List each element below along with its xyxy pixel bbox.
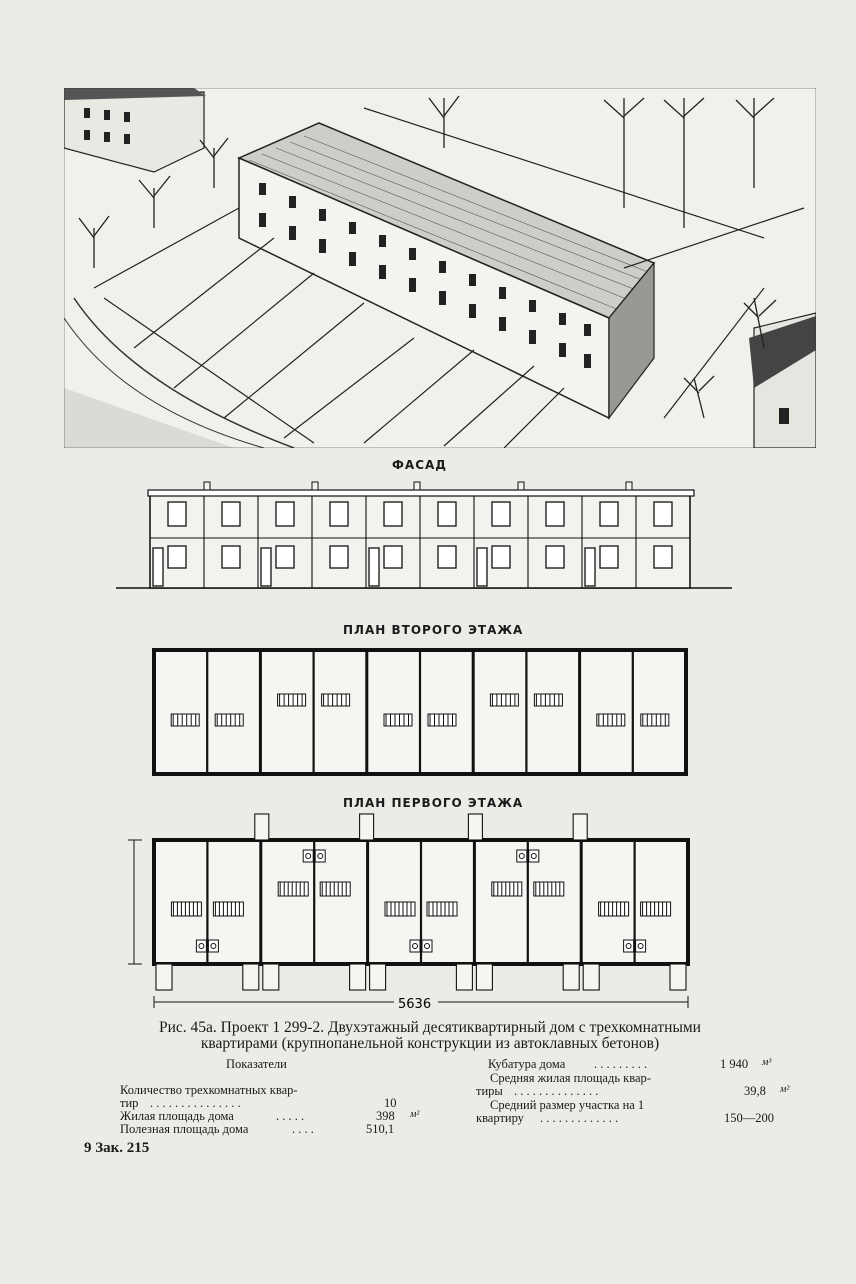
- entrance-porch: [155, 963, 173, 991]
- facade-window-lower: [383, 545, 403, 569]
- stair-icon: [598, 901, 672, 917]
- caption-line-2: квартирами (крупнопанельной конструкции …: [200, 1035, 660, 1052]
- stat-dots: . . . . . . . . . . . . .: [540, 1111, 619, 1125]
- entrance-porch: [369, 963, 387, 991]
- stat-value: 398: [376, 1109, 395, 1123]
- facade-window-upper: [491, 501, 511, 527]
- stat-dots: . . . . .: [276, 1109, 305, 1123]
- rear-porch: [359, 813, 375, 841]
- figure-caption: Рис. 45а. Проект 1 299-2. Двухэтажный де…: [80, 1020, 780, 1052]
- length-dimension-label: 5636: [398, 997, 431, 1012]
- entrance-porch: [349, 963, 367, 991]
- stat-unit: м³: [762, 1057, 772, 1068]
- stat-label: Жилая площадь дома: [120, 1109, 234, 1123]
- stat-dots: . . . . . . . . . . . . . . .: [150, 1096, 241, 1110]
- stat-label: Количество трехкомнатных квар-: [120, 1083, 298, 1097]
- kitchen-fixture-icon: [409, 939, 433, 953]
- facade-window-upper: [653, 501, 673, 527]
- stat-label: Средняя жилая площадь квар-: [490, 1071, 651, 1085]
- facade-elevation: [116, 481, 732, 589]
- facade-window-lower: [653, 545, 673, 569]
- stat-label: Кубатура дома: [488, 1057, 566, 1071]
- background-house-icon: [64, 88, 206, 173]
- rear-porch: [467, 813, 483, 841]
- stat-value: 10: [384, 1096, 397, 1110]
- facade-door: [368, 547, 380, 587]
- facade-label: ФАСАД: [392, 458, 447, 472]
- perspective-illustration: [64, 88, 816, 448]
- stat-value: 510,1: [366, 1122, 395, 1136]
- entrance-porch: [455, 963, 473, 991]
- stat-value: 1 940: [720, 1057, 749, 1071]
- stair-icon: [170, 901, 244, 917]
- stat-value: 39,8: [744, 1084, 766, 1098]
- stat-dots: . . . .: [292, 1122, 314, 1136]
- ground-floor-plan-label: ПЛАН ПЕРВОГО ЭТАЖА: [343, 796, 524, 810]
- facade-window-lower: [329, 545, 349, 569]
- entrance-porch: [242, 963, 260, 991]
- stair-icon: [277, 881, 351, 897]
- facade-window-lower: [221, 545, 241, 569]
- stats-left: Количество трехкомнатных квар- тир . . .…: [120, 1083, 420, 1144]
- stat-unit: м²: [780, 1084, 790, 1095]
- stat-label: тиры: [476, 1084, 503, 1098]
- stat-label: Средний размер участка на 1: [490, 1098, 645, 1112]
- facade-window-upper: [221, 501, 241, 527]
- stat-value: 150—200: [724, 1111, 774, 1125]
- stat-label: квартиру: [476, 1111, 524, 1125]
- stat-label: тир: [120, 1096, 139, 1110]
- facade-door: [584, 547, 596, 587]
- facade-window-upper: [437, 501, 457, 527]
- kitchen-fixture-icon: [195, 939, 219, 953]
- facade-window-upper: [545, 501, 565, 527]
- rear-porch: [572, 813, 588, 841]
- facade-door: [260, 547, 272, 587]
- ground-floor-plan: 890 5636: [128, 813, 690, 1012]
- facade-door: [476, 547, 488, 587]
- facade-window-lower: [437, 545, 457, 569]
- facade-window-upper: [329, 501, 349, 527]
- rear-porch: [254, 813, 270, 841]
- page-signature: 9 Зак. 215: [84, 1140, 150, 1156]
- facade-window-lower: [167, 545, 187, 569]
- entrance-porch: [562, 963, 580, 991]
- kitchen-fixture-icon: [302, 849, 326, 863]
- stat-unit: м²: [410, 1109, 420, 1120]
- facade-window-lower: [275, 545, 295, 569]
- entrance-porch: [669, 963, 687, 991]
- upper-floor-plan: [152, 648, 688, 776]
- facade-window-upper: [167, 501, 187, 527]
- facade-window-lower: [491, 545, 511, 569]
- stair-icon: [384, 901, 458, 917]
- stats-right: Кубатура дома . . . . . . . . . 1 940 м³…: [476, 1057, 816, 1130]
- entrance-porch: [475, 963, 493, 991]
- side-house-icon: [749, 312, 816, 448]
- stair-icon: [489, 693, 563, 707]
- facade-window-lower: [599, 545, 619, 569]
- stats-header: Показатели: [226, 1057, 287, 1071]
- stair-icon: [277, 693, 351, 707]
- stat-dots: . . . . . . . . . . . . . .: [514, 1084, 599, 1098]
- caption-line-1: Рис. 45а. Проект 1 299-2. Двухэтажный де…: [159, 1019, 701, 1036]
- facade-window-upper: [599, 501, 619, 527]
- stair-icon: [383, 713, 457, 727]
- kitchen-fixture-icon: [516, 849, 540, 863]
- facade-window-upper: [383, 501, 403, 527]
- entrance-porch: [262, 963, 280, 991]
- stair-icon: [491, 881, 565, 897]
- stair-icon: [170, 713, 244, 727]
- stair-icon: [596, 713, 670, 727]
- stat-dots: . . . . . . . . .: [594, 1057, 648, 1071]
- kitchen-fixture-icon: [623, 939, 647, 953]
- stat-label: Полезная площадь дома: [120, 1122, 249, 1136]
- upper-floor-plan-label: ПЛАН ВТОРОГО ЭТАЖА: [343, 623, 524, 637]
- facade-window-upper: [275, 501, 295, 527]
- facade-window-lower: [545, 545, 565, 569]
- facade-door: [152, 547, 164, 587]
- entrance-porch: [582, 963, 600, 991]
